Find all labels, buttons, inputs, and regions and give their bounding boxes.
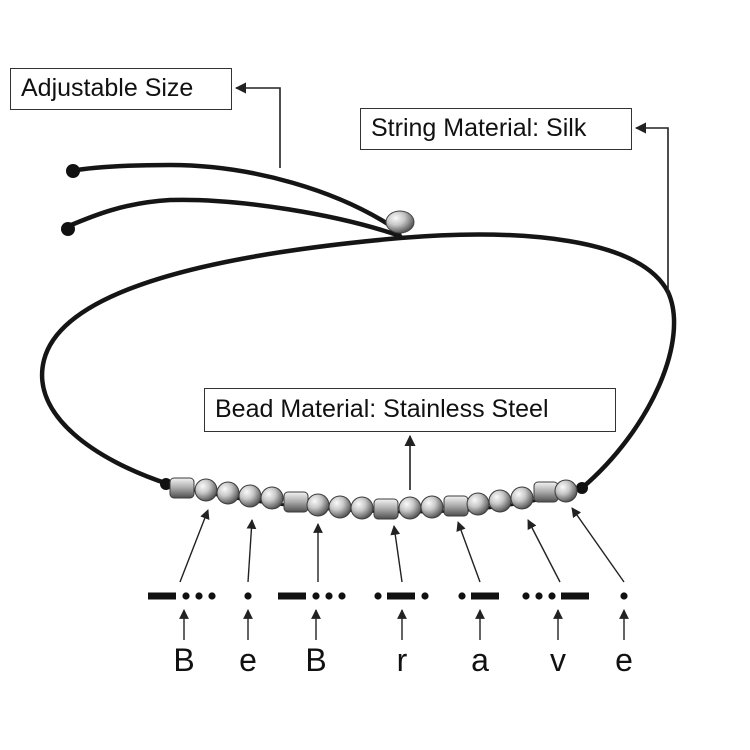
cord-knot-lower	[61, 222, 75, 236]
bead-ball	[328, 495, 352, 519]
pointer-arrow	[246, 519, 257, 583]
cord-tail-lower	[61, 197, 403, 239]
bead-tube	[373, 498, 399, 520]
morse-dot	[325, 592, 333, 600]
bead-ball	[420, 495, 444, 519]
bead-ball	[194, 478, 218, 502]
bead-ball	[306, 493, 330, 517]
callout-string-material-label: String Material: Silk	[371, 114, 587, 142]
morse-dot	[522, 592, 530, 600]
bead-tube	[533, 481, 559, 503]
bead-ball	[466, 492, 490, 516]
morse-dot	[244, 592, 252, 600]
bead-ball	[350, 496, 374, 520]
pointer-arrow	[390, 525, 403, 583]
morse-beads	[169, 477, 578, 520]
bead-tube	[169, 477, 195, 499]
pointer-arrow	[179, 509, 210, 583]
cord-knot-right	[576, 482, 588, 494]
callout-bead-material-label: Bead Material: Stainless Steel	[215, 395, 549, 423]
morse-code-row	[148, 592, 628, 600]
morse-dot	[312, 592, 320, 600]
morse-dot	[374, 592, 382, 600]
morse-letter: e	[615, 642, 633, 678]
callout-adjustable-size: Adjustable Size	[10, 68, 232, 110]
morse-group-1	[148, 592, 216, 600]
bead-ball	[398, 496, 422, 520]
morse-dot	[548, 592, 556, 600]
morse-group-3	[278, 592, 346, 600]
morse-group-5	[458, 592, 499, 600]
pointer-arrow	[456, 521, 481, 583]
letter-pointer-arrows	[179, 609, 629, 640]
cord-tail-upper	[67, 162, 403, 235]
morse-group-2	[244, 592, 252, 600]
leader-string-material	[634, 122, 669, 296]
callout-adjustable-size-label: Adjustable Size	[21, 74, 194, 102]
bead-ball	[554, 479, 578, 503]
bead-tube	[283, 491, 309, 513]
morse-dot	[182, 592, 190, 600]
morse-letter: r	[396, 642, 408, 678]
morse-letter: v	[550, 642, 566, 678]
bead-tube	[443, 495, 469, 517]
callout-bead-material: Bead Material: Stainless Steel	[204, 388, 616, 432]
cord-knot-upper	[66, 164, 80, 178]
morse-group-6	[522, 592, 589, 600]
bead-ball	[260, 486, 284, 510]
morse-dot	[535, 592, 543, 600]
morse-dot	[421, 592, 429, 600]
morse-letter: B	[305, 642, 327, 678]
morse-letter: B	[173, 642, 195, 678]
cord-main-loop	[39, 232, 677, 491]
silk-cord	[39, 162, 677, 514]
cord-knots	[61, 164, 588, 494]
morse-letter: a	[471, 642, 489, 678]
bead-pointer-arrows	[179, 507, 625, 583]
morse-dash	[561, 592, 589, 600]
slider-bead	[385, 210, 415, 234]
morse-group-4	[374, 592, 429, 600]
pointer-arrow	[527, 519, 561, 583]
morse-dash	[471, 592, 499, 600]
pointer-arrow	[571, 507, 625, 583]
morse-dot	[338, 592, 346, 600]
bead-ball	[510, 486, 534, 510]
morse-letter: e	[239, 642, 257, 678]
morse-group-7	[620, 592, 628, 600]
callout-string-material: String Material: Silk	[360, 108, 632, 150]
morse-dot	[208, 592, 216, 600]
bead-ball	[216, 481, 240, 505]
bead-ball	[488, 489, 512, 513]
leader-adjustable-size	[234, 82, 281, 168]
morse-dash	[148, 592, 176, 600]
morse-dash	[278, 592, 306, 600]
morse-dot	[620, 592, 628, 600]
morse-dot	[458, 592, 466, 600]
morse-dash	[387, 592, 415, 600]
cord-knot-left	[160, 478, 172, 490]
morse-dot	[195, 592, 203, 600]
callout-leaders	[234, 82, 669, 490]
bead-ball	[238, 484, 262, 508]
